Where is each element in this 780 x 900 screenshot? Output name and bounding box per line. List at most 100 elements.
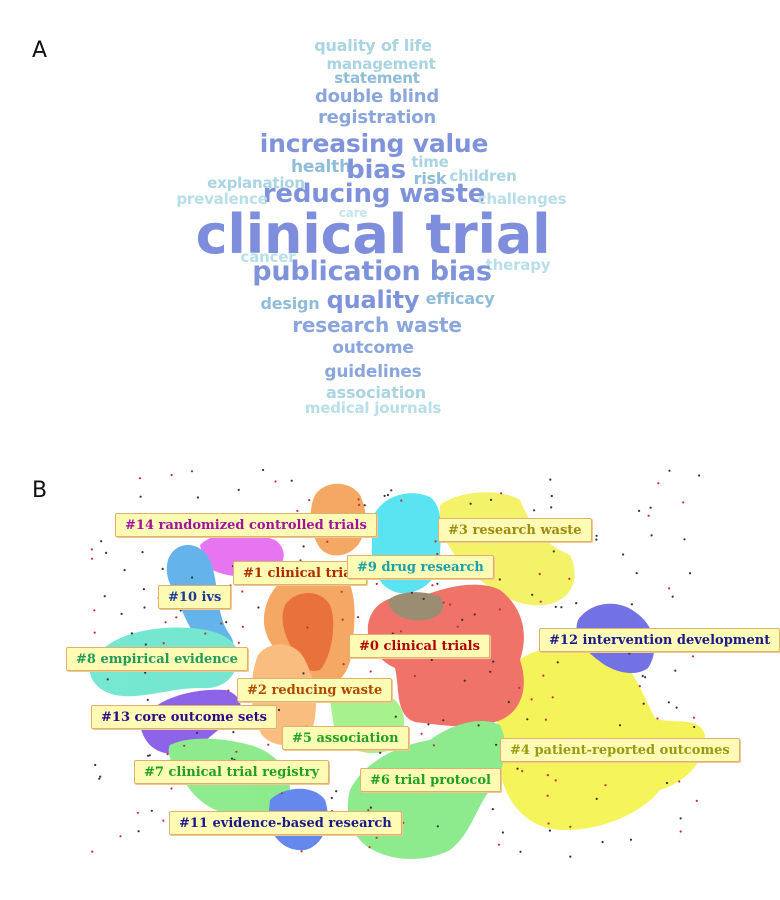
cluster-label-0[interactable]: #0 clinical trials <box>349 634 490 658</box>
network-node <box>461 618 464 622</box>
network-node <box>341 618 344 621</box>
network-node <box>146 698 149 702</box>
word-explanation: explanation <box>207 174 305 192</box>
network-node <box>161 567 164 571</box>
network-node <box>386 493 389 497</box>
network-node <box>644 676 647 679</box>
network-node <box>560 606 563 609</box>
network-node <box>526 718 529 721</box>
word-medical-journals: medical journals <box>304 399 442 417</box>
network-node <box>91 557 94 560</box>
cluster-region-overlap <box>388 592 444 621</box>
network-node <box>379 751 382 754</box>
network-node <box>547 822 550 825</box>
network-node <box>554 605 557 609</box>
network-node <box>546 794 549 797</box>
network-node <box>335 790 338 793</box>
cluster-label-11[interactable]: #11 evidence-based research <box>169 811 402 835</box>
network-node <box>235 750 238 753</box>
network-node <box>267 743 270 746</box>
network-node <box>383 494 386 497</box>
network-node <box>436 552 439 556</box>
network-node <box>357 616 360 619</box>
network-node <box>679 830 682 833</box>
network-node <box>550 506 553 509</box>
network-node <box>649 506 652 509</box>
network-node <box>144 671 147 674</box>
cluster-label-8[interactable]: #8 empirical evidence <box>66 647 248 671</box>
network-node <box>179 609 182 612</box>
word-efficacy: efficacy <box>425 289 495 308</box>
panel-a-label: A <box>32 38 48 63</box>
network-node <box>489 498 493 501</box>
network-node <box>241 625 244 628</box>
network-node <box>274 480 277 483</box>
network-node <box>495 743 498 746</box>
network-node <box>302 545 305 548</box>
network-node <box>191 576 194 579</box>
network-node <box>175 616 178 619</box>
network-node <box>123 569 126 572</box>
cluster-label-2[interactable]: #2 reducing waste <box>237 678 393 702</box>
network-node <box>691 655 695 658</box>
cluster-label-7-text: #7 clinical trial registry <box>144 765 320 780</box>
word-health: health <box>291 157 351 177</box>
cluster-label-3-text: #3 research waste <box>448 523 582 538</box>
network-node <box>647 514 650 517</box>
cluster-label-7[interactable]: #7 clinical trial registry <box>134 760 330 784</box>
panel-b-label: B <box>32 478 48 503</box>
cluster-label-12[interactable]: #12 intervention development <box>539 628 780 652</box>
network-node <box>410 591 413 594</box>
network-node <box>148 754 151 757</box>
word-design: design <box>260 294 320 313</box>
network-node <box>220 622 223 625</box>
network-node <box>516 767 519 770</box>
word-association: association <box>326 383 426 402</box>
network-node <box>91 850 94 853</box>
network-node <box>501 831 504 834</box>
network-node <box>500 492 503 495</box>
network-node <box>93 631 96 634</box>
cluster-label-11-text: #11 evidence-based research <box>179 816 392 831</box>
network-node <box>390 489 393 492</box>
cluster-label-9[interactable]: #9 drug research <box>347 555 494 579</box>
network-node <box>432 744 435 747</box>
network-node <box>413 674 416 678</box>
word-registration: registration <box>317 107 437 128</box>
network-node <box>693 725 696 729</box>
network-node <box>369 670 372 673</box>
word-care: care <box>338 206 368 220</box>
network-node <box>595 538 598 541</box>
word-research-waste: research waste <box>292 313 462 337</box>
cluster-label-5[interactable]: #5 association <box>282 726 409 750</box>
cluster-label-2-text: #2 reducing waste <box>247 683 383 698</box>
cluster-label-14[interactable]: #14 randomized controlled trials <box>115 513 377 537</box>
cluster-label-10[interactable]: #10 ivs <box>158 585 232 609</box>
network-node <box>144 643 147 646</box>
network-node <box>166 753 169 756</box>
network-node <box>330 796 333 800</box>
network-node <box>550 494 553 498</box>
network-node <box>431 584 434 587</box>
cluster-label-6[interactable]: #6 trial protocol <box>360 768 501 792</box>
cluster-label-8-text: #8 empirical evidence <box>76 652 238 667</box>
cluster-label-3[interactable]: #3 research waste <box>438 518 592 542</box>
cluster-label-13[interactable]: #13 core outcome sets <box>91 705 277 729</box>
network-node <box>170 473 173 477</box>
network-node <box>521 770 524 773</box>
network-node <box>668 587 671 590</box>
cluster-label-4[interactable]: #4 patient-reported outcomes <box>500 738 740 762</box>
network-node <box>688 572 692 575</box>
network-node <box>695 799 698 803</box>
word-therapy: therapy <box>485 256 551 274</box>
network-node <box>162 819 165 822</box>
network-node <box>682 501 685 504</box>
network-node <box>656 717 659 720</box>
network-node <box>357 498 360 501</box>
network-node <box>420 732 423 735</box>
network-node <box>299 559 302 562</box>
network-node <box>100 540 103 543</box>
network-node <box>436 582 439 585</box>
network-node <box>120 612 123 616</box>
network-node <box>162 642 165 645</box>
